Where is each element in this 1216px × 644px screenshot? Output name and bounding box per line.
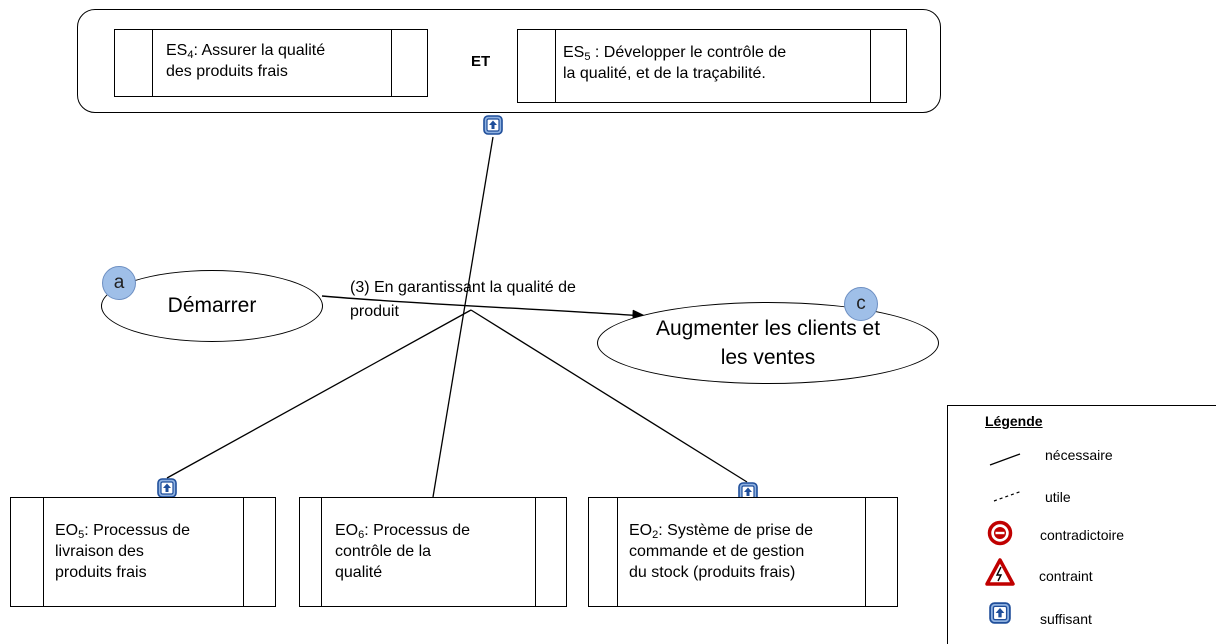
legend-title: Légende <box>985 413 1043 429</box>
and-label: ET <box>471 53 491 70</box>
target-badge: c <box>844 287 878 321</box>
dashed-line-icon <box>993 490 1023 502</box>
legend-item-label: utile <box>1045 489 1071 505</box>
target-label: Augmenter les clients et les ventes <box>655 317 881 369</box>
sufficient-icon-eo5 <box>157 478 177 498</box>
es5-code: ES <box>563 44 585 61</box>
es4-code: ES <box>166 42 188 59</box>
no-entry-icon <box>987 520 1013 546</box>
transition-label: (3) En garantissant la qualité de produi… <box>350 279 576 320</box>
link-eo2-junction <box>470 309 748 483</box>
start-ellipse: Démarrer <box>101 270 323 342</box>
sufficient-icon-top <box>483 115 503 135</box>
transition-arrow <box>321 295 647 321</box>
warning-triangle-icon <box>985 558 1015 586</box>
start-badge: a <box>102 266 136 300</box>
target-ellipse: Augmenter les clients et les ventes <box>597 302 939 384</box>
eo2-box: EO2: Système de prise de commande et de … <box>588 497 898 607</box>
sufficient-arrow-icon <box>989 602 1011 624</box>
es4-box: ES4: Assurer la qualité des produits fra… <box>114 29 428 97</box>
start-label: Démarrer <box>167 294 257 317</box>
link-eo5-junction <box>166 309 472 479</box>
legend-panel: Légende nécessaire utile contradictoire … <box>947 405 1216 644</box>
link-es-junction <box>432 136 494 498</box>
eo6-box: EO6: Processus de contrôle de la qualité <box>299 497 567 607</box>
eo5-box: EO5: Processus de livraison des produits… <box>10 497 276 607</box>
legend-item-label: contradictoire <box>1040 527 1125 543</box>
legend-item-label: contraint <box>1039 568 1093 584</box>
es5-box: ES5 : Développer le contrôle de la quali… <box>517 29 907 103</box>
legend-item-label: suffisant <box>1040 611 1092 627</box>
legend-item-label: nécessaire <box>1045 447 1113 463</box>
solid-line-icon <box>989 453 1021 466</box>
